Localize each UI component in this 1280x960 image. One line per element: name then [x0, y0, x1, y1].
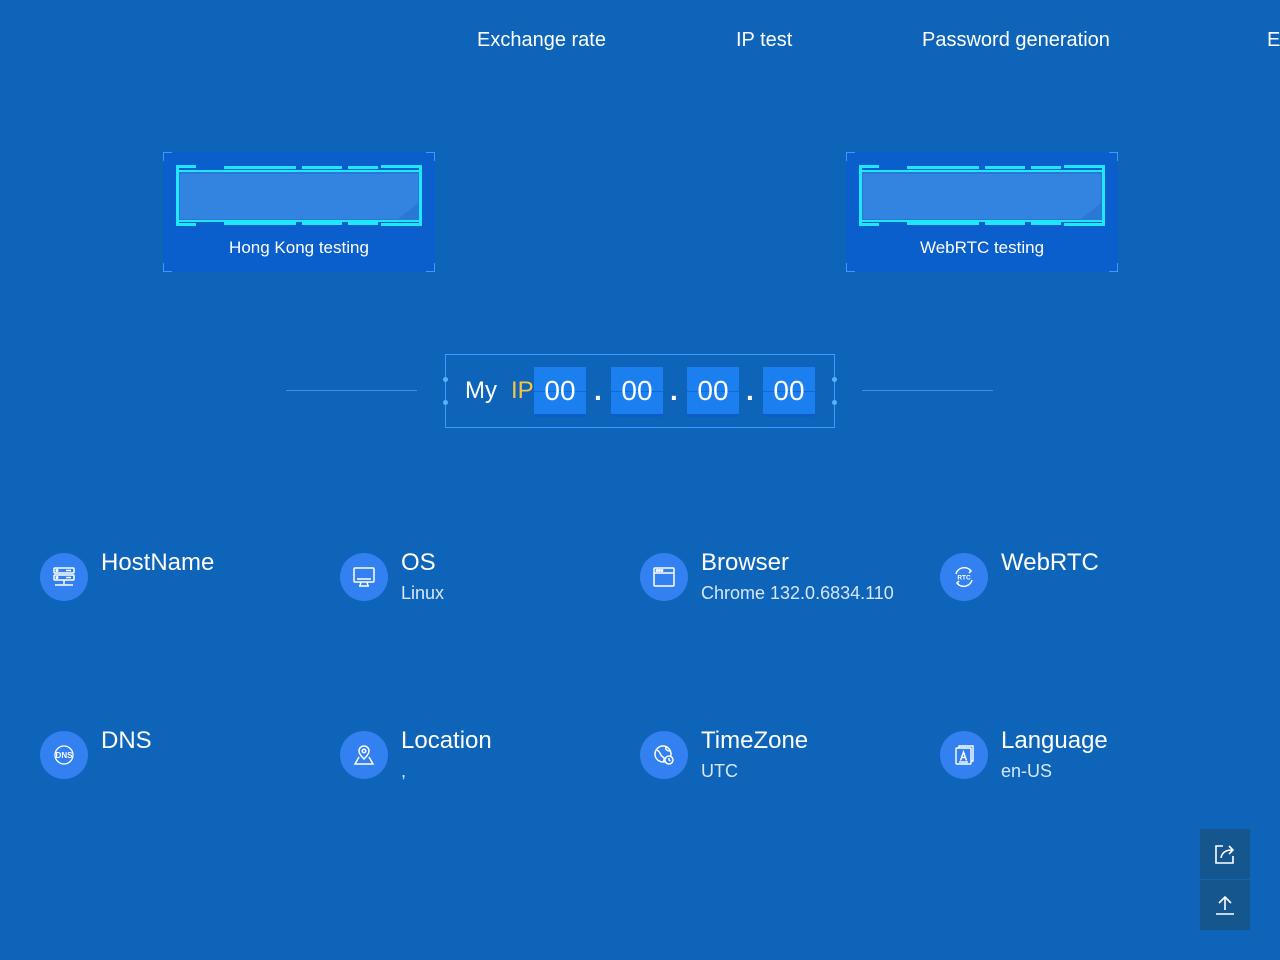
card-corner [1109, 263, 1118, 272]
info-timezone: TimeZone UTC [640, 727, 930, 797]
ip-octet-3: 00 [687, 367, 739, 417]
info-dns: DNS DNS [40, 727, 330, 797]
nav-ip-test[interactable]: IP test [736, 29, 793, 51]
info-value: UTC [701, 761, 738, 781]
my-label: My [465, 377, 497, 404]
ip-box-dot [832, 400, 837, 405]
nav-password-generation[interactable]: Password generation [922, 29, 1110, 51]
card-corner [1109, 152, 1118, 161]
webrtc-testing-label: WebRTC testing [919, 238, 1045, 257]
info-language: Language en-US [940, 727, 1230, 797]
location-pin-icon [340, 731, 388, 779]
info-title: WebRTC [1001, 549, 1099, 576]
rtc-icon: RTC [940, 553, 988, 601]
info-title: HostName [101, 549, 215, 576]
card-corner [163, 152, 172, 161]
monitor-icon [340, 553, 388, 601]
info-hostname: HostName [40, 549, 330, 619]
info-location: Location , [340, 727, 630, 797]
ip-decor-line-right [862, 390, 993, 391]
share-button[interactable] [1200, 829, 1250, 879]
ip-octet-value: 00 [621, 375, 653, 406]
ip-octet-value: 00 [544, 375, 576, 406]
ip-separator: . [670, 375, 678, 406]
back-to-top-icon [1216, 895, 1234, 915]
language-icon [940, 731, 988, 779]
globe-clock-icon [640, 731, 688, 779]
info-title: Browser [701, 549, 790, 576]
info-value: , [401, 761, 407, 781]
svg-text:RTC: RTC [957, 575, 971, 582]
card-corner [426, 263, 435, 272]
ip-label: IP [511, 377, 534, 404]
ip-octet-value: 00 [697, 375, 729, 406]
top-nav: Exchange rate IP test Password generatio… [0, 29, 1280, 53]
card-corner [846, 263, 855, 272]
info-title: OS [401, 549, 436, 576]
ip-octet-value: 00 [773, 375, 805, 406]
ip-box-dot [443, 400, 448, 405]
back-to-top-button[interactable] [1200, 880, 1250, 930]
my-ip-display: My IP 00 . 00 . 00 . 00 [443, 354, 837, 428]
dns-icon: DNS [40, 731, 88, 779]
svg-text:DNS: DNS [56, 751, 74, 760]
ip-box-dot [443, 377, 448, 382]
info-value: Linux [401, 583, 445, 603]
ip-octet-1: 00 [534, 367, 586, 417]
info-title: Language [1001, 727, 1108, 754]
info-os: OS Linux [340, 549, 630, 619]
card-corner [846, 152, 855, 161]
info-title: Location [401, 727, 492, 754]
webrtc-testing-card[interactable]: WebRTC testing [846, 152, 1118, 272]
card-corner [163, 263, 172, 272]
info-value: Chrome 132.0.6834.110 [701, 583, 894, 603]
info-value: en-US [1001, 761, 1053, 781]
hong-kong-testing-label: Hong Kong testing [229, 238, 369, 257]
ip-octet-4: 00 [763, 367, 815, 417]
hong-kong-testing-card[interactable]: Hong Kong testing [163, 152, 435, 272]
nav-exchange-rate[interactable]: Exchange rate [477, 29, 606, 51]
ip-box-dot [832, 377, 837, 382]
info-webrtc: RTC WebRTC [940, 549, 1230, 619]
share-icon [1215, 845, 1235, 864]
ip-decor-line-left [286, 390, 417, 391]
card-corner [426, 152, 435, 161]
server-icon [40, 553, 88, 601]
ip-octet-2: 00 [611, 367, 663, 417]
info-browser: Browser Chrome 132.0.6834.110 [640, 549, 930, 619]
ip-separator: . [594, 375, 602, 406]
info-title: TimeZone [701, 727, 809, 754]
webrtc-test-bar [859, 165, 1105, 226]
info-title: DNS [101, 727, 152, 754]
hong-kong-test-bar [176, 165, 422, 226]
browser-window-icon [640, 553, 688, 601]
nav-item-truncated[interactable]: E [1267, 29, 1280, 51]
ip-separator: . [746, 375, 754, 406]
